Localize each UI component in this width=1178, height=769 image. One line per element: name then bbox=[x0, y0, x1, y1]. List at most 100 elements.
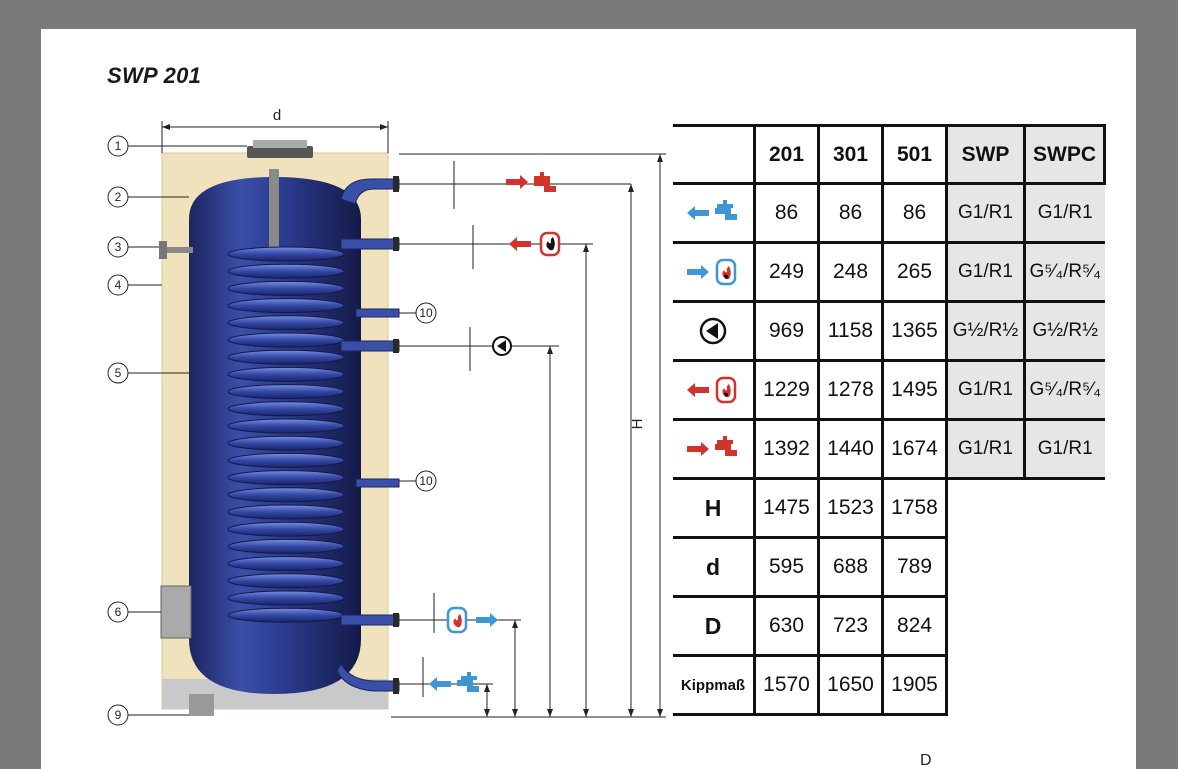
value-cell: 595 bbox=[753, 537, 819, 598]
connection-swpc: G½/R½ bbox=[1023, 301, 1105, 362]
page-title: SWP 201 bbox=[107, 63, 202, 88]
coil-turn bbox=[227, 384, 345, 400]
value-cell: 86 bbox=[753, 183, 819, 244]
empty-cell bbox=[946, 477, 1025, 538]
spec-sheet: SWP 201 bbox=[41, 29, 1136, 769]
value-cell: 1650 bbox=[817, 655, 883, 716]
connection-swp: G1/R1 bbox=[945, 360, 1025, 421]
callout-number: 4 bbox=[115, 278, 122, 292]
heating-flow-out-icon bbox=[509, 231, 561, 257]
value-cell: 1229 bbox=[753, 360, 819, 421]
row-label: H bbox=[673, 478, 755, 539]
heating-return-in-icon bbox=[446, 606, 498, 634]
empty-cell bbox=[1024, 477, 1105, 538]
coil-turn bbox=[227, 280, 345, 296]
callouts: 1 2 3 4 5 6 9 10 10 bbox=[107, 135, 437, 726]
coil-turn bbox=[227, 504, 345, 520]
value-cell: 249 bbox=[753, 242, 819, 303]
cold-water-in-icon bbox=[429, 672, 479, 692]
column-header: 301 bbox=[817, 124, 883, 185]
coil-turn bbox=[227, 349, 345, 365]
anode-rod bbox=[269, 169, 279, 251]
value-cell: 86 bbox=[881, 183, 947, 244]
callout-number: 1 bbox=[115, 139, 122, 153]
table-corner-cell bbox=[673, 124, 755, 185]
coil-turn bbox=[227, 607, 345, 623]
coil-turn bbox=[227, 401, 345, 417]
value-cell: 1278 bbox=[817, 360, 883, 421]
column-header: SWPC bbox=[1023, 124, 1106, 185]
row-label: d bbox=[673, 537, 755, 598]
value-cell: 1495 bbox=[881, 360, 947, 421]
value-cell: 1523 bbox=[817, 478, 883, 539]
coil-turn bbox=[227, 573, 345, 589]
coil-turn bbox=[227, 470, 345, 486]
heating-return-out-icon bbox=[673, 360, 755, 421]
coil-turn bbox=[227, 315, 345, 331]
coil-turn bbox=[227, 298, 345, 314]
coil-turn bbox=[227, 435, 345, 451]
flange bbox=[160, 585, 192, 639]
connection-swp: G1/R1 bbox=[945, 419, 1025, 480]
callout-circle bbox=[107, 274, 129, 296]
callout-number: 5 bbox=[115, 366, 122, 380]
value-cell: 1674 bbox=[881, 419, 947, 480]
row-label: Kippmaß bbox=[673, 655, 755, 716]
value-cell: 1392 bbox=[753, 419, 819, 480]
connection-swp: G1/R1 bbox=[945, 183, 1025, 244]
value-cell: 1365 bbox=[881, 301, 947, 362]
value-cell: 723 bbox=[817, 596, 883, 657]
callout-number: 3 bbox=[115, 240, 122, 254]
coil-turn bbox=[227, 590, 345, 606]
heating-flow-in-icon bbox=[673, 242, 755, 303]
callout-number: 2 bbox=[115, 190, 122, 204]
hot-water-out-icon bbox=[673, 419, 755, 480]
callout-circle bbox=[415, 470, 437, 492]
callout-number: 10 bbox=[419, 474, 433, 488]
callout-circle bbox=[107, 135, 129, 157]
value-cell: 688 bbox=[817, 537, 883, 598]
coil-turn bbox=[227, 263, 345, 279]
callout-circle bbox=[107, 601, 129, 623]
empty-cell bbox=[947, 656, 1025, 715]
heat-exchanger-coil bbox=[227, 246, 345, 623]
value-cell: 969 bbox=[753, 301, 819, 362]
value-cell: 1570 bbox=[753, 655, 819, 716]
value-cell: 630 bbox=[753, 596, 819, 657]
coil-turn bbox=[227, 556, 345, 572]
callout-number: 10 bbox=[419, 306, 433, 320]
value-cell: 824 bbox=[881, 596, 948, 657]
empty-cell bbox=[1025, 538, 1105, 597]
value-cell: 1158 bbox=[817, 301, 883, 362]
column-header: SWP bbox=[945, 124, 1025, 185]
callout-circle bbox=[107, 704, 129, 726]
coil-turn bbox=[227, 418, 345, 434]
coil-turn bbox=[227, 487, 345, 503]
value-cell: 1905 bbox=[881, 655, 948, 716]
dimension-lines bbox=[391, 153, 666, 718]
column-header: 501 bbox=[881, 124, 947, 185]
row-label: D bbox=[673, 596, 755, 657]
coil-turn bbox=[227, 538, 345, 554]
callout-number: 9 bbox=[115, 708, 122, 722]
value-cell: 789 bbox=[881, 537, 948, 598]
connection-swpc: G⁵⁄₄/R⁵⁄₄ bbox=[1023, 242, 1105, 303]
dimension-H-label: H bbox=[629, 419, 646, 430]
column-header: 201 bbox=[753, 124, 819, 185]
connection-swpc: G1/R1 bbox=[1023, 419, 1105, 480]
callout-number: 6 bbox=[115, 605, 122, 619]
pipe-end-caps bbox=[393, 176, 399, 694]
empty-cell bbox=[1025, 656, 1105, 715]
callout-circle bbox=[107, 362, 129, 384]
callout-circle bbox=[107, 236, 129, 258]
empty-cell bbox=[1025, 597, 1105, 656]
dimension-d-label: d bbox=[273, 107, 281, 124]
coil-turn bbox=[227, 366, 345, 382]
